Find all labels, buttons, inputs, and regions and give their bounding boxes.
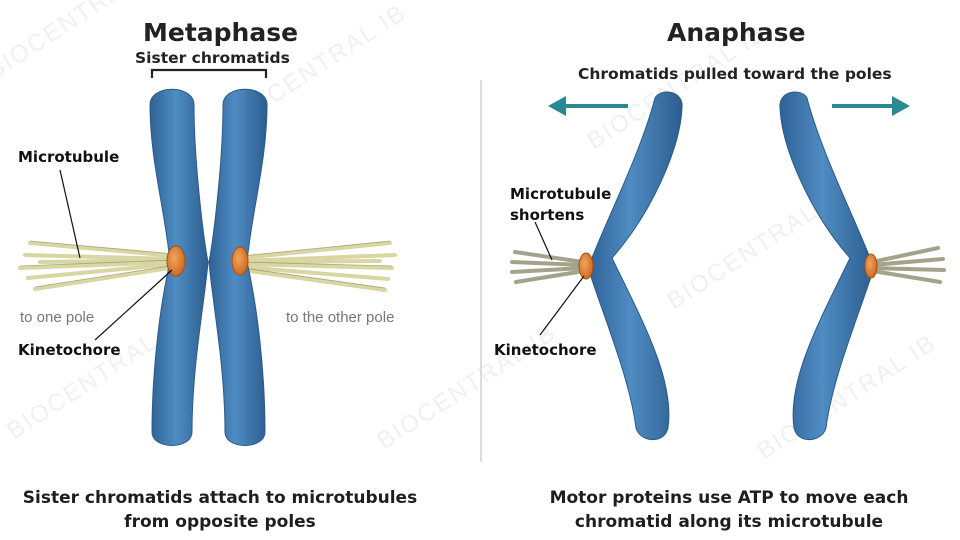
- sister-chromatids-bracket: [150, 68, 268, 78]
- pole-arrow-right: [832, 96, 910, 116]
- to-one-pole-label: to one pole: [20, 309, 95, 326]
- metaphase-caption-line-2: from opposite poles: [124, 512, 316, 532]
- anaphase-microtubule-pointer-line: [534, 221, 553, 261]
- kinetochore-right: [231, 246, 249, 276]
- metaphase-microtubule-outline-right: [241, 240, 393, 289]
- kinetochore-label: Kinetochore: [18, 341, 121, 359]
- kinetochore-left: [166, 245, 186, 277]
- anaphase-kinetochore-right: [864, 253, 878, 279]
- microtubule-shortens-label: Microtubule shortens: [510, 184, 611, 226]
- metaphase-microtubules-left: [18, 241, 178, 291]
- microtubule-label: Microtubule: [18, 148, 120, 166]
- to-other-pole-label: to the other pole: [286, 309, 395, 326]
- metaphase-caption: Sister chromatids attach to microtubules…: [0, 486, 440, 534]
- anaphase-chromatid-left: [587, 91, 683, 441]
- anaphase-microtubules-left: [510, 250, 586, 284]
- microtubule-pointer-line: [59, 169, 81, 259]
- anaphase-microtubules-right: [870, 246, 946, 284]
- metaphase-caption-line-1: Sister chromatids attach to microtubules: [22, 488, 418, 508]
- anaphase-kinetochore-label: Kinetochore: [494, 341, 597, 359]
- anaphase-chromatid-right: [779, 91, 875, 441]
- pole-arrow-left: [548, 96, 628, 116]
- anaphase-caption: Motor proteins use ATP to move each chro…: [509, 486, 949, 534]
- microtubule-shortens-line-1: Microtubule: [510, 185, 612, 203]
- anaphase-kinetochore-pointer-line: [539, 275, 585, 336]
- anaphase-subtitle: Chromatids pulled toward the poles: [578, 65, 892, 83]
- anaphase-title: Anaphase: [667, 18, 806, 47]
- anaphase-kinetochore-left: [578, 252, 594, 280]
- microtubule-shortens-line-2: shortens: [510, 206, 585, 224]
- metaphase-title: Metaphase: [143, 18, 299, 47]
- anaphase-caption-line-2: chromatid along its microtubule: [574, 512, 884, 532]
- sister-chromatids-label: Sister chromatids: [135, 49, 290, 67]
- kinetochore-pointer-line: [94, 269, 173, 341]
- metaphase-microtubules-right: [240, 241, 397, 292]
- anaphase-caption-line-1: Motor proteins use ATP to move each: [549, 488, 909, 508]
- metaphase-microtubule-outline-left: [19, 240, 177, 288]
